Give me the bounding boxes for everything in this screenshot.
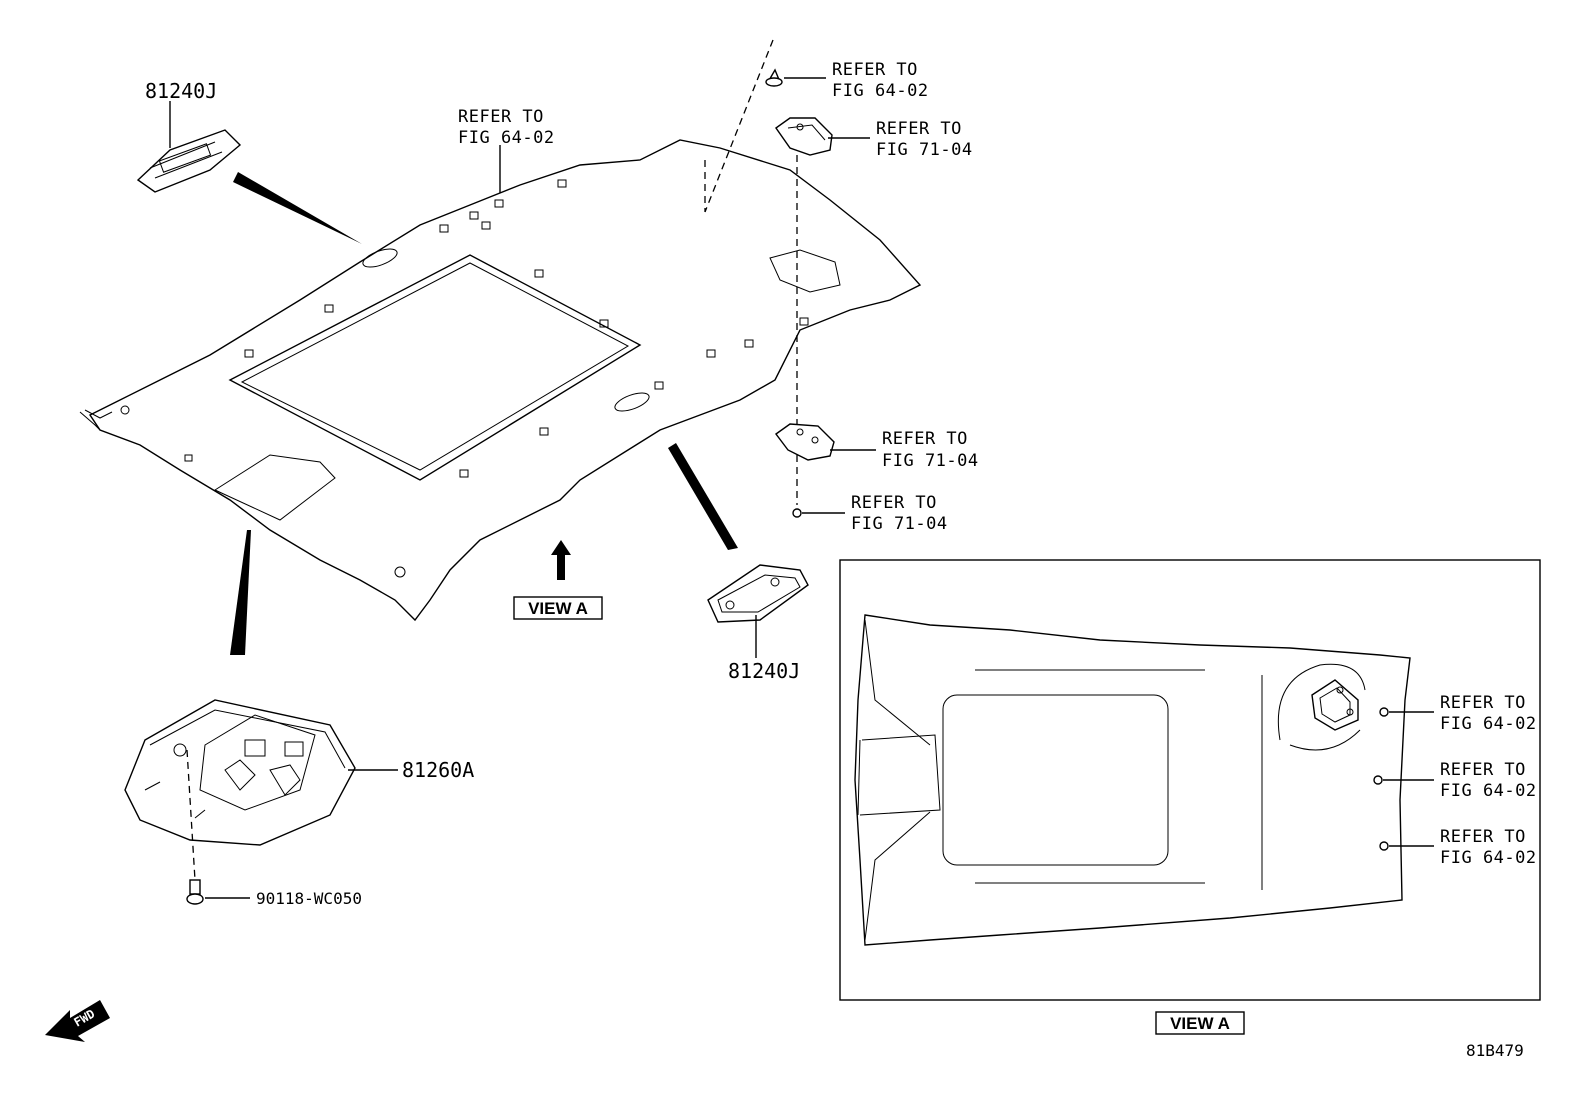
svg-text:FIG 71-04: FIG 71-04 — [882, 451, 979, 471]
map-lamp-81240J-mid[interactable] — [707, 564, 809, 623]
svg-text:REFER TO: REFER TO — [1440, 827, 1526, 847]
svg-text:REFER TO: REFER TO — [876, 119, 962, 139]
map-lamp-81240J-top[interactable] — [136, 129, 242, 193]
svg-text:REFER TO: REFER TO — [1440, 760, 1526, 780]
ref-top-2[interactable]: REFER TO FIG 64-02 — [458, 107, 555, 148]
view-a-arrow — [551, 540, 571, 580]
ref-top-1[interactable]: REFER TO FIG 64-02 — [832, 60, 929, 101]
ref-view-3[interactable]: REFER TO FIG 64-02 — [1440, 827, 1537, 868]
courtesy-lamp-lower[interactable] — [775, 423, 835, 461]
lamp-slot — [614, 392, 650, 412]
pointer-wedge — [668, 443, 738, 550]
diagram-code: 81B479 — [1466, 1041, 1524, 1060]
svg-text:REFER TO: REFER TO — [1440, 693, 1526, 713]
ref-lamp-2[interactable]: REFER TO FIG 71-04 — [882, 429, 979, 471]
lamp-slot — [362, 248, 398, 268]
screw-90118-WC050[interactable] — [186, 879, 204, 905]
view-a-label-box: VIEW A — [1155, 1011, 1245, 1035]
svg-text:FIG 64-02: FIG 64-02 — [1440, 848, 1537, 868]
svg-text:FIG 64-02: FIG 64-02 — [458, 128, 555, 148]
svg-text:FIG 64-02: FIG 64-02 — [832, 81, 929, 101]
label-90118-WC050: 90118-WC050 — [256, 889, 362, 908]
dome-lamp-81260A[interactable] — [124, 699, 356, 846]
view-a-panel — [839, 559, 1541, 1001]
svg-text:FIG 71-04: FIG 71-04 — [876, 140, 973, 160]
ref-lamp-1[interactable]: REFER TO FIG 71-04 — [876, 119, 973, 160]
clip-holes — [184, 179, 809, 478]
sunroof-opening — [228, 254, 642, 481]
ref-view-2[interactable]: REFER TO FIG 64-02 — [1440, 760, 1537, 801]
view-a-label-main: VIEW A — [513, 596, 603, 620]
courtesy-lamp-upper[interactable] — [775, 117, 833, 156]
label-81240J-top: 81240J — [145, 79, 217, 103]
svg-text:FIG 71-04: FIG 71-04 — [851, 514, 948, 534]
ref-view-1[interactable]: REFER TO FIG 64-02 — [1440, 693, 1537, 734]
svg-text:FIG 64-02: FIG 64-02 — [1440, 781, 1537, 801]
svg-text:FIG 64-02: FIG 64-02 — [1440, 714, 1537, 734]
clip-top[interactable] — [765, 68, 783, 87]
svg-text:REFER TO: REFER TO — [832, 60, 918, 80]
clip-lower[interactable] — [792, 508, 802, 518]
ref-clip[interactable]: REFER TO FIG 71-04 — [851, 493, 948, 534]
svg-text:REFER TO: REFER TO — [458, 107, 544, 127]
svg-text:VIEW A: VIEW A — [528, 599, 588, 618]
label-81240J-mid: 81240J — [728, 659, 800, 683]
pointer-wedge — [230, 530, 251, 655]
label-81260A: 81260A — [402, 758, 474, 782]
svg-text:REFER TO: REFER TO — [882, 429, 968, 449]
rear-cutout — [769, 249, 841, 293]
fwd-arrow-icon: FWD — [45, 1000, 110, 1042]
svg-text:VIEW A: VIEW A — [1170, 1014, 1230, 1033]
svg-text:REFER TO: REFER TO — [851, 493, 937, 513]
pointer-wedge — [233, 172, 362, 244]
front-cutout — [213, 454, 336, 521]
roof-headliner[interactable] — [79, 139, 922, 622]
